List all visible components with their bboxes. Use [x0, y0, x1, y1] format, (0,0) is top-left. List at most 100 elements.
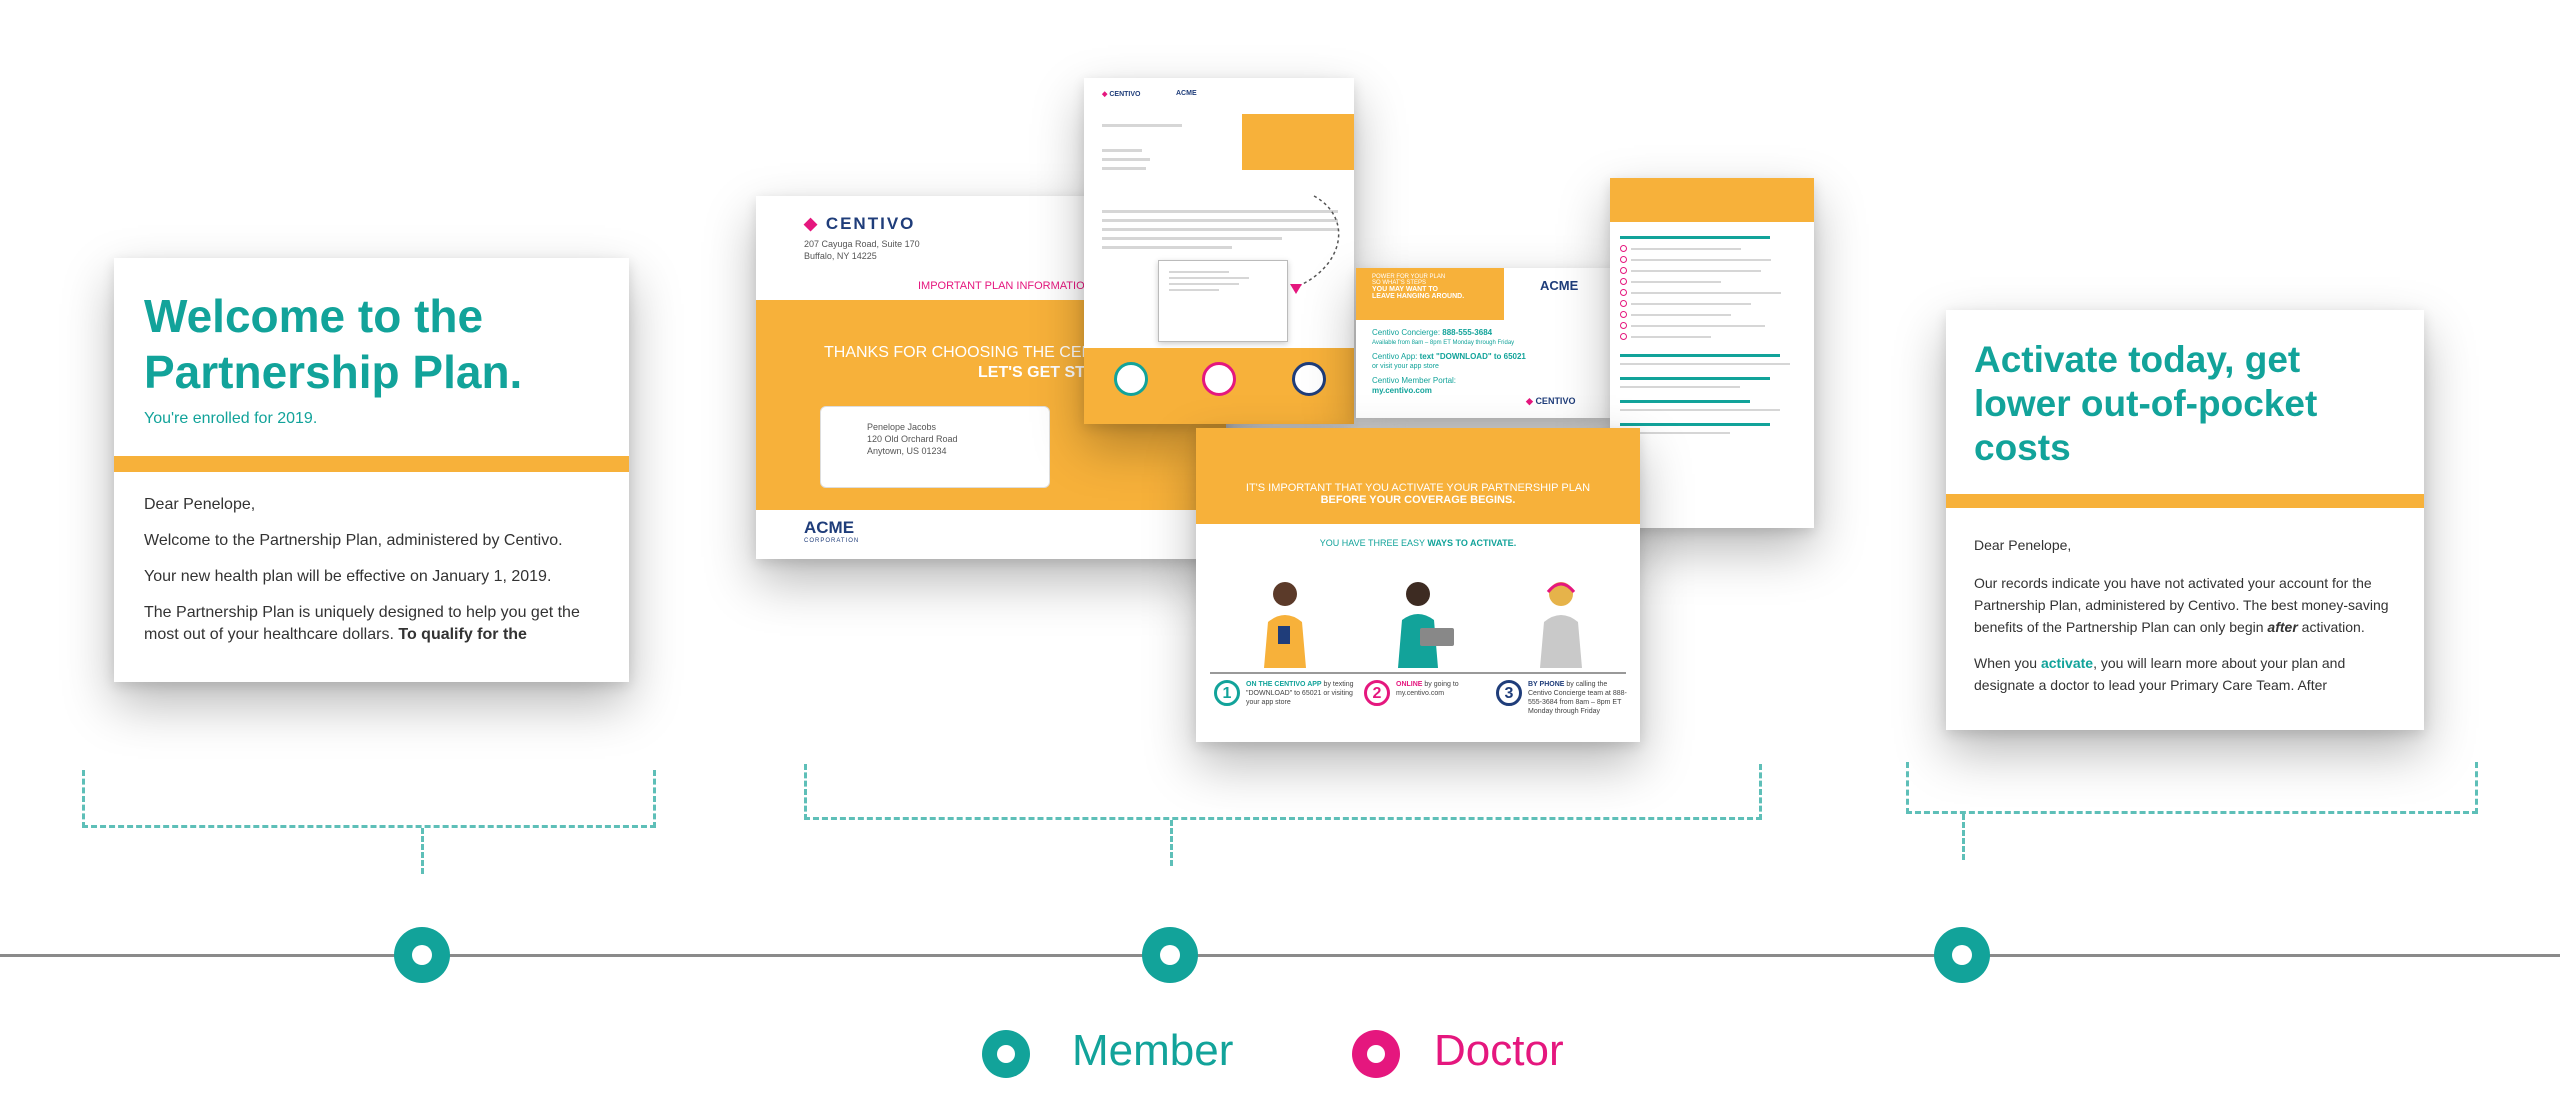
contact-card-header: POWER FOR YOUR PLAN SO WHAT'S STEPS YOU …: [1356, 268, 1504, 320]
contact-concierge-label: Centivo Concierge:: [1372, 328, 1441, 337]
member-legend-icon: [982, 1030, 1030, 1078]
survey-header-band: [1610, 178, 1814, 222]
activate-para1-bold: after: [2267, 619, 2298, 635]
activate-ways-prefix: YOU HAVE THREE EASY: [1319, 538, 1425, 548]
step2-title: ONLINE: [1396, 681, 1423, 688]
welcome-heading-line1: Welcome to the: [144, 290, 484, 342]
contact-concierge-line: Centivo Concierge: 888-555-3684: [1372, 328, 1612, 338]
welcome-salutation: Dear Penelope,: [144, 496, 256, 513]
contact-acme-logo: ACME: [1540, 278, 1579, 293]
mailer-recipient-city: Anytown, US 01234: [867, 446, 947, 456]
activate-flyer-ways: YOU HAVE THREE EASY WAYS TO ACTIVATE.: [1196, 538, 1640, 548]
contact-header-line1: POWER FOR YOUR PLAN: [1372, 274, 1446, 280]
mailer-band-line1: THANKS FOR CHOOSING THE CENTIVO: [824, 344, 1131, 361]
activate-para2: When you activate, you will learn more a…: [1974, 652, 2396, 696]
welcome-subheading: You're enrolled for 2019.: [144, 410, 318, 427]
contact-brand: ◆ CENTIVO: [1526, 396, 1575, 407]
activate-ways-bold: WAYS TO ACTIVATE.: [1427, 538, 1517, 548]
person-phone-illustration: [1264, 582, 1306, 668]
doctor-legend-icon: [1352, 1030, 1400, 1078]
activate-step-1: 1 ON THE CENTIVO APP by texting "DOWNLOA…: [1214, 680, 1354, 707]
activate-para1-text: Our records indicate you have not activa…: [1974, 575, 2389, 635]
activate-para1: Our records indicate you have not activa…: [1974, 572, 2396, 638]
activate-flyer-band-line2: BEFORE YOUR COVERAGE BEGINS.: [1320, 494, 1516, 506]
contact-app-sub: or visit your app store: [1372, 363, 1439, 370]
letter-acme-logo: ACME: [1176, 90, 1197, 97]
acme-logo: ACME: [804, 518, 855, 537]
activate-heading-line2: lower out-of-pocket: [1974, 383, 2318, 424]
letter-person-icon-2: [1202, 362, 1236, 396]
letter-body-text: [1102, 204, 1338, 255]
timeline-node-member-2[interactable]: [1142, 927, 1198, 983]
mailer-brand-text: CENTIVO: [825, 214, 916, 233]
bracket-activate-email: [1906, 762, 2478, 814]
contact-header-line3: YOU MAY WANT TO: [1372, 286, 1438, 293]
welcome-email-header: Welcome to the Partnership Plan. You're …: [114, 258, 629, 428]
survey-checkbox-list: [1620, 245, 1806, 340]
mailer-return-line2: Buffalo, NY 14225: [804, 251, 877, 261]
welcome-para2: Your new health plan will be effective o…: [144, 568, 552, 585]
welcome-body: Dear Penelope, Welcome to the Partnershi…: [114, 472, 629, 646]
welcome-para3: The Partnership Plan is uniquely designe…: [144, 602, 599, 646]
welcome-letter: ◆ CENTIVO ACME: [1084, 78, 1354, 424]
contact-concierge-phone: 888-555-3684: [1442, 328, 1493, 337]
contact-brand-text: CENTIVO: [1535, 396, 1576, 406]
contact-concierge-hours: Available from 8am – 8pm ET Monday throu…: [1372, 340, 1515, 346]
centivo-logo-icon: ◆: [1526, 396, 1533, 406]
step2-text: by going to my.centivo.com: [1396, 681, 1459, 697]
bracket-welcome: [82, 770, 656, 828]
acme-logo-sub: CORPORATION: [804, 538, 860, 544]
activate-heading-line3: costs: [1974, 427, 2071, 468]
contact-app-line: Centivo App: text "DOWNLOAD" to 65021: [1372, 352, 1612, 362]
letter-callout-box: [1242, 114, 1354, 170]
mailer-recipient-street: 120 Old Orchard Road: [867, 434, 958, 444]
survey-form-sheet: [1610, 178, 1814, 528]
activate-salutation: Dear Penelope,: [1974, 534, 2396, 556]
mailer-employer-logo: ACME CORPORATION: [804, 518, 859, 544]
mailer-address-window: Penelope Jacobs 120 Old Orchard Road Any…: [820, 406, 1050, 488]
step3-title: BY PHONE: [1528, 681, 1565, 688]
letter-arrow-icon: [1290, 195, 1340, 294]
step1-title: ON THE CENTIVO APP: [1246, 681, 1322, 688]
letter-footer-band: [1084, 348, 1354, 424]
activate-flyer: IT'S IMPORTANT THAT YOU ACTIVATE YOUR PA…: [1196, 428, 1640, 742]
bracket-activate-mail-tick: [1170, 820, 1173, 866]
mailer-return-line1: 207 Cayuga Road, Suite 170: [804, 239, 920, 249]
member-legend-label: Member: [1072, 1026, 1234, 1075]
activate-flyer-band: IT'S IMPORTANT THAT YOU ACTIVATE YOUR PA…: [1196, 428, 1640, 524]
activate-flyer-band-line1: IT'S IMPORTANT THAT YOU ACTIVATE YOUR PA…: [1245, 482, 1591, 494]
welcome-email-card: Welcome to the Partnership Plan. You're …: [114, 258, 629, 682]
contact-card-body: Centivo Concierge: 888-555-3684 Availabl…: [1372, 328, 1612, 396]
letter-person-icon-1: [1114, 362, 1148, 396]
timeline-axis: [0, 954, 2560, 957]
contact-header-line2: SO WHAT'S STEPS: [1372, 280, 1427, 286]
welcome-divider-band: [114, 456, 629, 472]
bracket-activate-mail: [804, 764, 1762, 820]
activate-body: Dear Penelope, Our records indicate you …: [1946, 508, 2424, 696]
person-laptop-illustration: [1398, 582, 1454, 668]
letter-brand-text: CENTIVO: [1109, 91, 1141, 98]
welcome-para1: Welcome to the Partnership Plan, adminis…: [144, 532, 563, 549]
timeline-node-member-1[interactable]: [394, 927, 450, 983]
doctor-legend-label: Doctor: [1434, 1026, 1564, 1075]
activate-heading: Activate today, get lower out-of-pocket …: [1946, 310, 2424, 470]
activate-salutation-a: Dear: [1974, 537, 2005, 553]
member-id-card-image: [1158, 260, 1288, 342]
welcome-heading: Welcome to the Partnership Plan.: [144, 288, 599, 400]
step2-number-icon: 2: [1364, 680, 1390, 706]
letter-brand: ◆ CENTIVO: [1102, 90, 1354, 98]
welcome-para3-bold: To qualify for the: [398, 626, 527, 643]
contact-portal-label: Centivo Member Portal:: [1372, 376, 1457, 385]
activate-flyer-divider: [1210, 672, 1626, 674]
letter-header: ◆ CENTIVO ACME: [1084, 78, 1354, 98]
timeline-node-member-3[interactable]: [1934, 927, 1990, 983]
centivo-logo-icon: ◆: [804, 214, 820, 233]
person-headset-illustration: [1540, 582, 1582, 668]
activate-link[interactable]: activate: [2040, 655, 2094, 671]
step1-number-icon: 1: [1214, 680, 1240, 706]
mailer-header: ◆ CENTIVO 207 Cayuga Road, Suite 170 Buf…: [756, 196, 1226, 262]
bracket-activate-email-tick: [1962, 814, 1965, 860]
activate-para1-end: activation.: [2301, 619, 2365, 635]
survey-body: [1610, 222, 1814, 434]
contact-header-line4: LEAVE HANGING AROUND.: [1372, 293, 1465, 300]
